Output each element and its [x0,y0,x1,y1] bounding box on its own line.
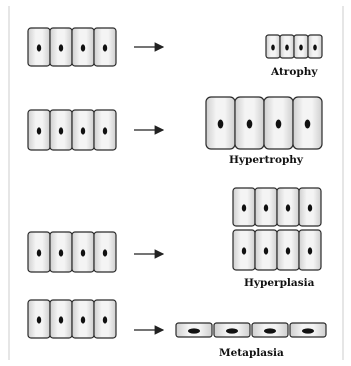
cell-nucleus [217,119,224,129]
cell [254,187,278,227]
cell-nucleus [241,247,247,255]
cell-nucleus [241,204,247,212]
cell-nucleus [275,119,282,129]
cell-nucleus [307,204,313,212]
hypertrophy-result-cells [205,96,323,150]
cell [49,109,73,151]
cell [93,231,117,273]
cell [251,322,289,338]
cell [71,231,95,273]
cell-nucleus [263,204,269,212]
cell [49,231,73,273]
cell-nucleus [304,119,311,129]
cell [213,322,251,338]
cell-nucleus [36,127,42,135]
cell-nucleus [102,44,108,52]
atrophy-result-cells [265,34,323,59]
cell-nucleus [80,249,86,257]
cell [49,27,73,67]
cell [232,229,256,271]
cell [27,27,51,67]
cell [276,187,300,227]
cell [298,187,322,227]
cell [232,187,256,227]
cell-nucleus [80,316,86,324]
cell [276,229,300,271]
hyperplasia-normal-cells [27,231,117,273]
cell-nucleus [58,249,64,257]
cell-nucleus [264,328,276,334]
hypertrophy-label: Hypertrophy [229,154,304,166]
cell [27,109,51,151]
cell-nucleus [285,44,289,51]
atrophy-normal-cells [27,27,117,67]
cell-nucleus [102,316,108,324]
metaplasia-normal-cells [27,299,117,339]
cell-nucleus [285,204,291,212]
cell [292,96,323,150]
cell-nucleus [80,127,86,135]
cell-nucleus [302,328,314,334]
cell [27,299,51,339]
cell-nucleus [58,127,64,135]
cell [49,299,73,339]
hyperplasia-label: Hyperplasia [244,277,315,289]
cell-nucleus [285,247,291,255]
cell [265,34,281,59]
metaplasia-result-cells [175,322,327,338]
metaplasia-label: Metaplasia [219,347,284,359]
atrophy-label: Atrophy [270,66,318,78]
cell [205,96,236,150]
cell-nucleus [36,249,42,257]
cell-nucleus [36,316,42,324]
hyperplasia-result-cells [232,187,322,271]
cell-nucleus [263,247,269,255]
cell [289,322,327,338]
cell-nucleus [246,119,253,129]
cell [307,34,323,59]
cell [71,109,95,151]
cell-nucleus [80,44,86,52]
cell-nucleus [36,44,42,52]
cell [175,322,213,338]
cell-nucleus [102,249,108,257]
cell [93,109,117,151]
cell [293,34,309,59]
cell [27,231,51,273]
cell-nucleus [102,127,108,135]
hypertrophy-normal-cells [27,109,117,151]
cell [263,96,294,150]
cell-nucleus [271,44,275,51]
cell-nucleus [188,328,200,334]
cell [71,299,95,339]
cell [254,229,278,271]
cell-nucleus [58,44,64,52]
cell-nucleus [307,247,313,255]
cell [234,96,265,150]
cell [93,27,117,67]
cell [93,299,117,339]
cell-nucleus [299,44,303,51]
cell [298,229,322,271]
cell-nucleus [226,328,238,334]
cell [71,27,95,67]
cell-nucleus [313,44,317,51]
cell [279,34,295,59]
cell-nucleus [58,316,64,324]
